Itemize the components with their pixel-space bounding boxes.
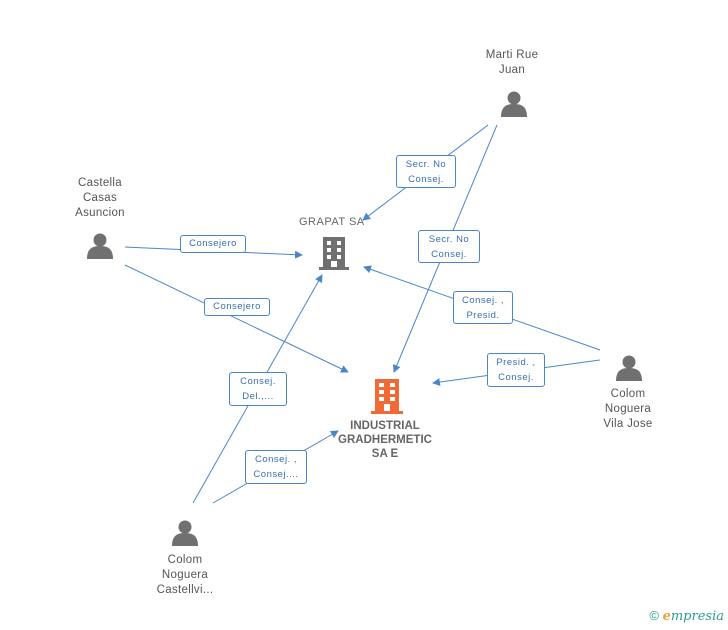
edge-label-castellvi-industrial[interactable]: Consej. , Consej.... bbox=[245, 450, 307, 484]
edge-castella-industrial bbox=[124, 264, 349, 373]
edge-label-jose-grapat[interactable]: Consej. , Presid. bbox=[453, 291, 513, 324]
company-label-industrial[interactable]: INDUSTRIAL GRADHERMETIC SA E bbox=[338, 420, 432, 460]
footer-copyright: © empresia bbox=[649, 608, 724, 624]
person-icon[interactable] bbox=[616, 355, 642, 382]
edge-label-marti-grapat[interactable]: Secr. No Consej. bbox=[396, 155, 456, 188]
brand-logo[interactable]: empresia bbox=[662, 609, 724, 624]
person-icon[interactable] bbox=[501, 91, 527, 118]
edge-label-castella-industrial[interactable]: Consejero bbox=[204, 298, 270, 316]
main-company-building-icon[interactable] bbox=[371, 379, 403, 414]
edge-label-marti-industrial[interactable]: Secr. No Consej. bbox=[418, 230, 480, 263]
person-label-castella[interactable]: Castella Casas Asuncion bbox=[75, 177, 125, 219]
person-label-colom-jose[interactable]: Colom Noguera Vila Jose bbox=[603, 388, 653, 430]
edge-label-castella-grapat[interactable]: Consejero bbox=[180, 235, 246, 253]
edge-label-jose-industrial[interactable]: Presid. , Consej. bbox=[487, 353, 545, 387]
edge-label-castellvi-grapat[interactable]: Consej. Del.,... bbox=[229, 372, 287, 406]
building-icon[interactable] bbox=[319, 237, 349, 270]
company-label-grapat[interactable]: GRAPAT SA bbox=[299, 216, 365, 228]
person-label-colom-castellvi[interactable]: Colom Noguera Castellvi... bbox=[156, 554, 214, 596]
person-icon[interactable] bbox=[172, 520, 198, 547]
copyright-icon: © bbox=[649, 608, 659, 623]
person-label-marti[interactable]: Marti Rue Juan bbox=[485, 49, 539, 76]
person-icon[interactable] bbox=[87, 233, 113, 260]
